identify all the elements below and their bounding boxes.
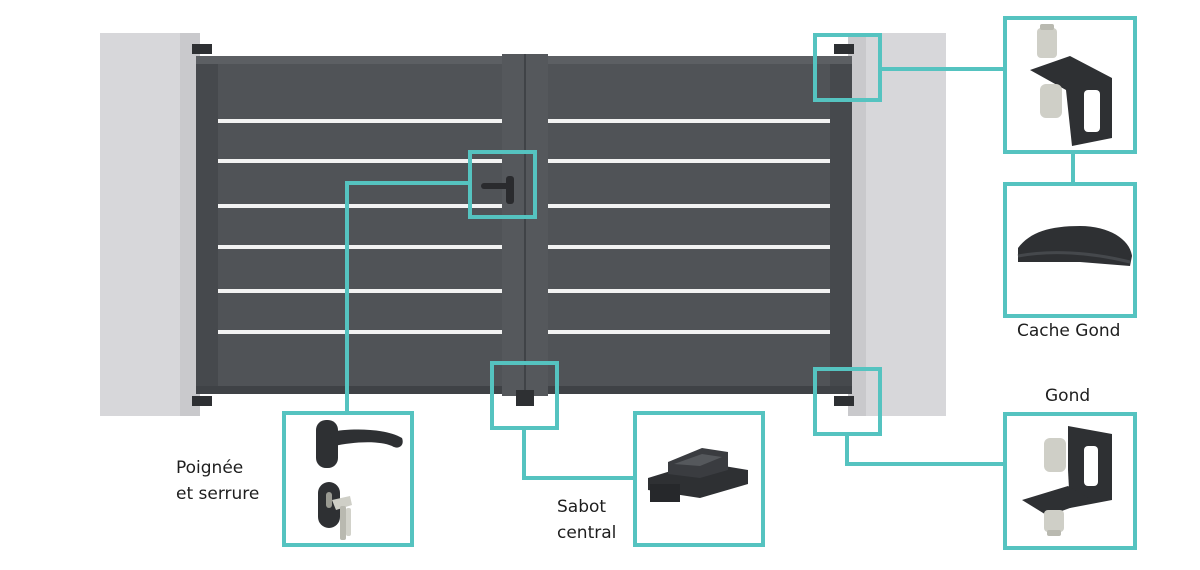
handle-lock-label: Poignée et serrure [176, 455, 259, 507]
top-hinge-callout-box [813, 33, 882, 102]
gate-hinges [192, 44, 854, 406]
hinge-cover-label: Cache Gond [1017, 318, 1120, 344]
hinge-cover-icon [1017, 226, 1132, 266]
gate-handle [481, 176, 514, 204]
handle-callout-box [468, 150, 537, 219]
callout-lines [345, 67, 1075, 480]
hinge-label-text: Gond [1045, 386, 1091, 406]
handle-lock-label-line2: et serrure [176, 484, 260, 504]
door-handle-icon [316, 420, 403, 468]
floor-stop-label: Sabot central [557, 494, 616, 546]
floor-stop-label-line2: central [557, 523, 617, 543]
floor-stop-label-line1: Sabot [557, 497, 607, 517]
hinge-bracket-icon [1030, 24, 1112, 146]
floor-stop-icon [648, 448, 748, 502]
slats-left [218, 119, 502, 334]
hinge-label: Gond [1045, 383, 1090, 409]
handle-lock-label-line1: Poignée [176, 458, 244, 478]
bottom-hinge-callout-box [813, 367, 882, 436]
key-lock-icon [318, 482, 352, 540]
slats-right [548, 119, 830, 334]
callout-boxes [468, 33, 882, 436]
floor-stop-callout-box [490, 361, 559, 430]
gate [192, 44, 854, 406]
hinge-bracket-icon-bottom [1022, 426, 1112, 536]
left-pillar [100, 33, 200, 416]
floor-stop-part [516, 390, 534, 406]
right-pillar [848, 33, 946, 416]
hinge-cover-label-text: Cache Gond [1017, 321, 1121, 341]
